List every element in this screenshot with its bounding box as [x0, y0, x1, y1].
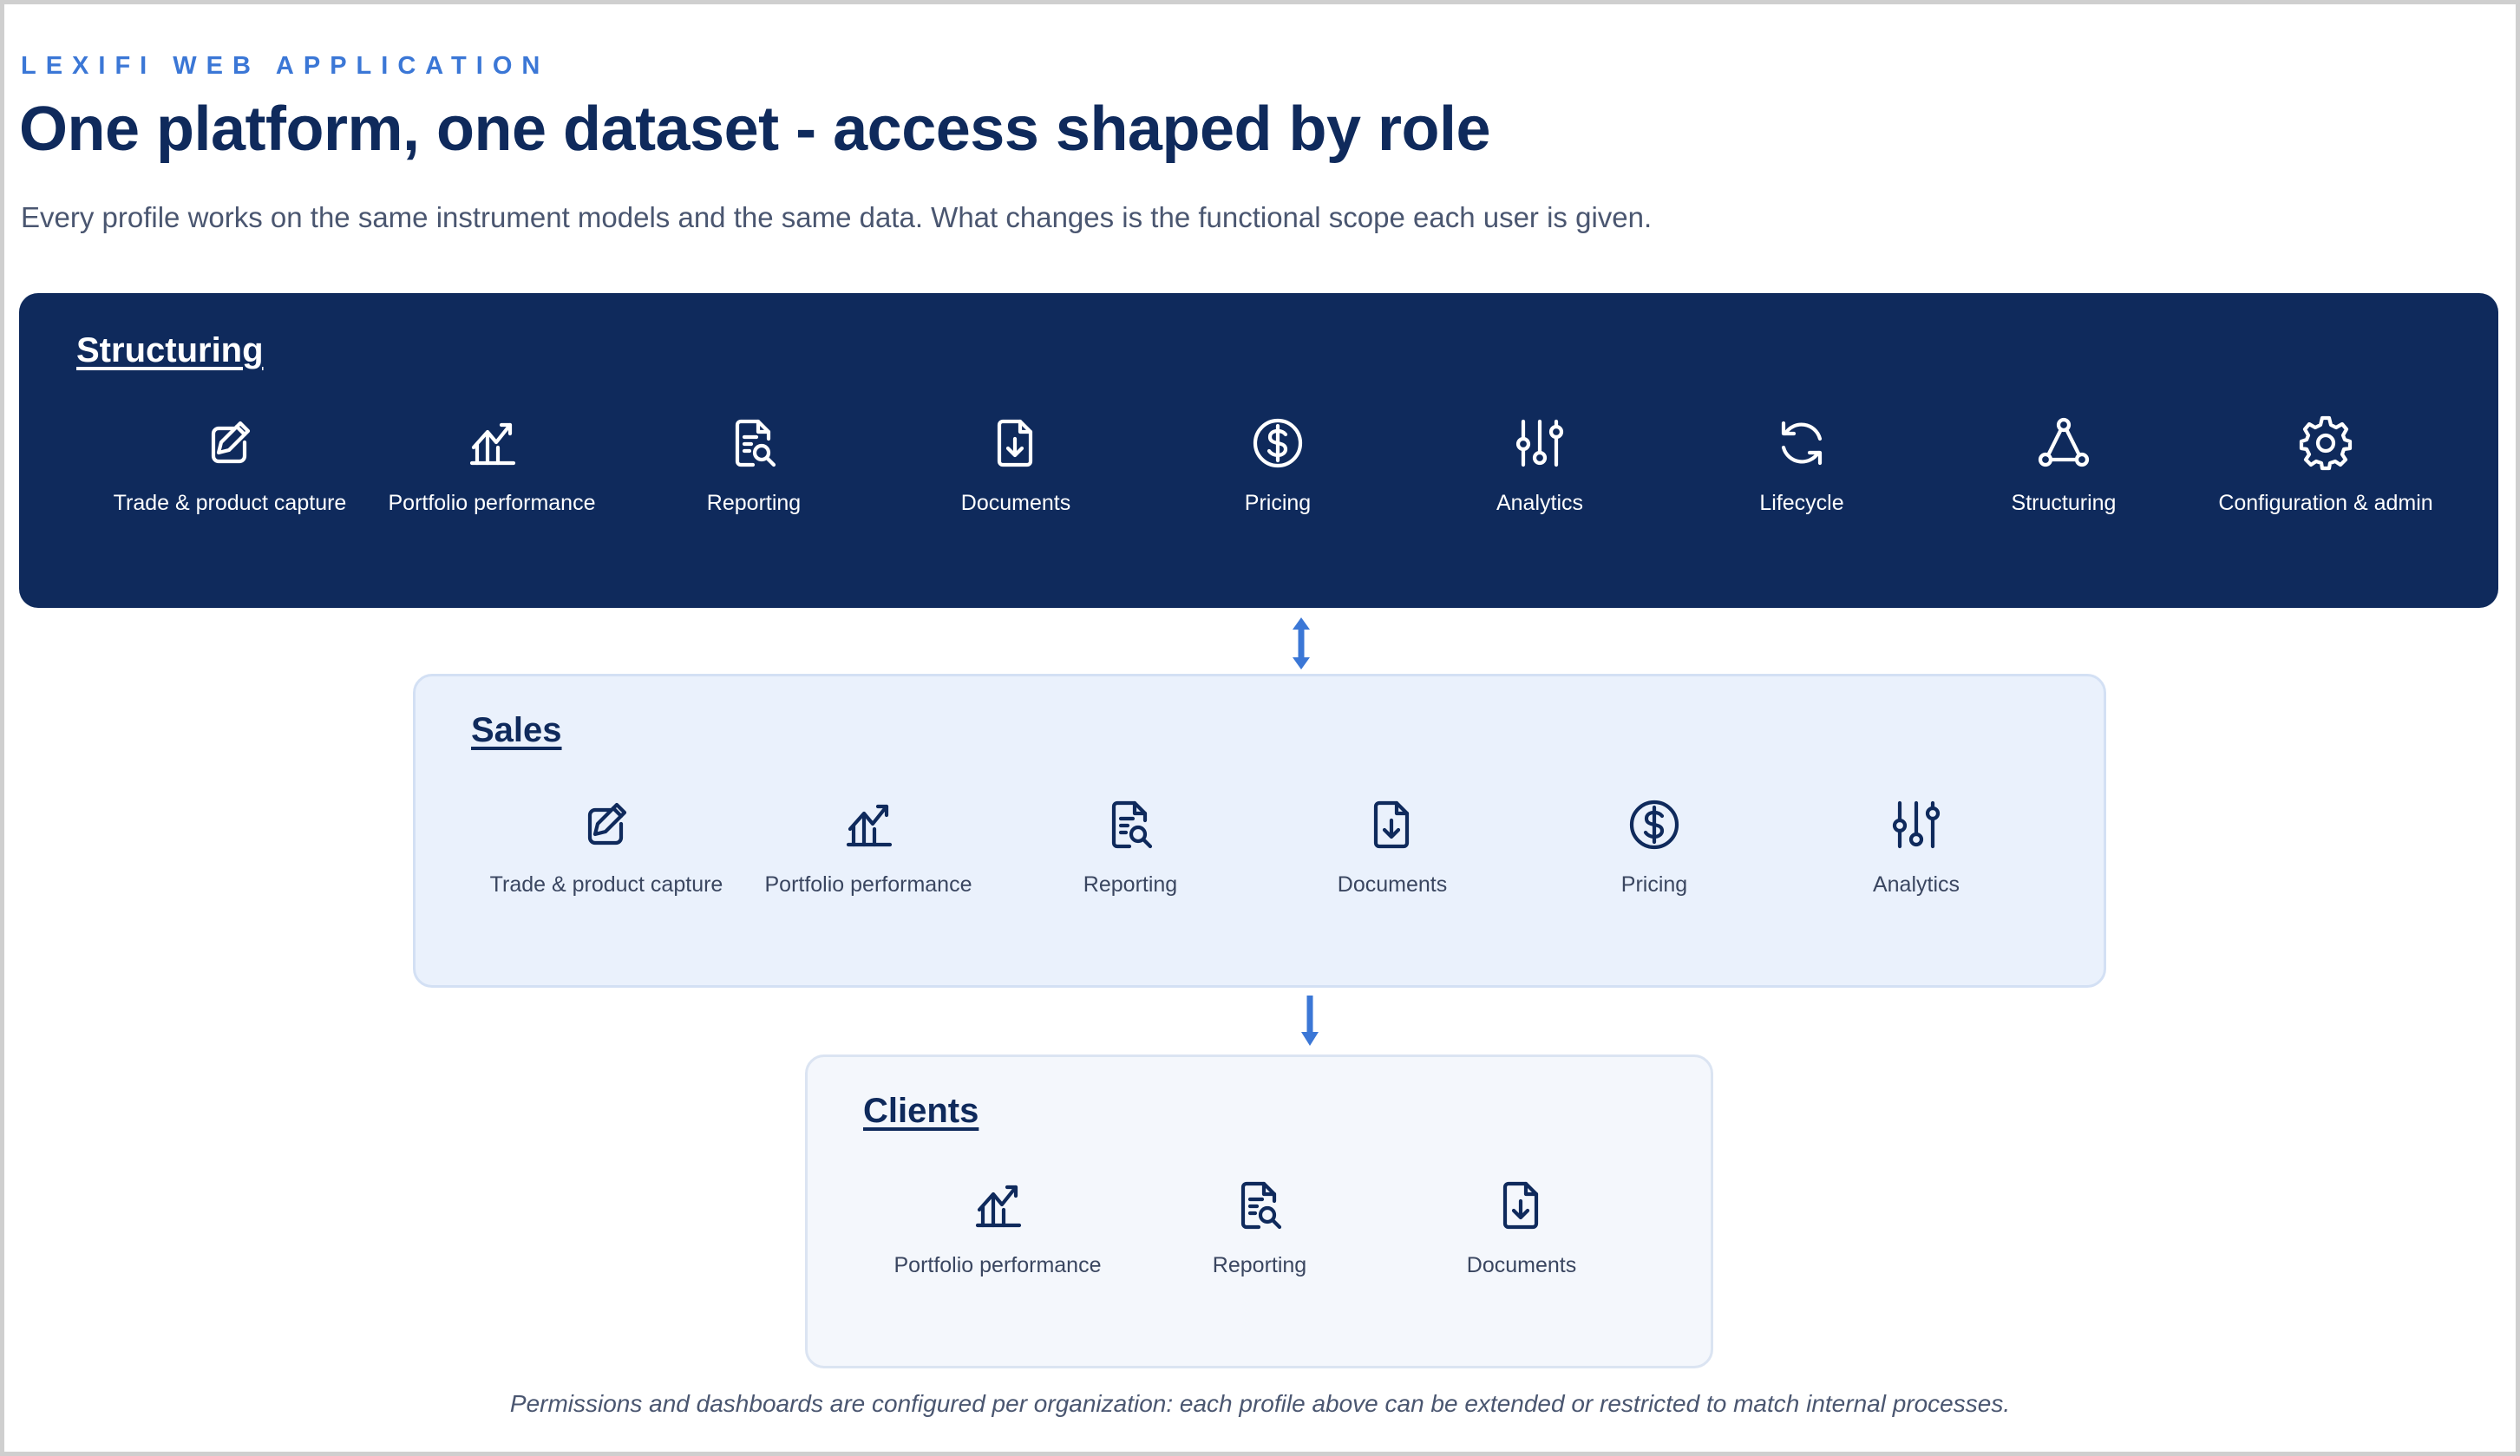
- structuring-feature-configuration-admin: Configuration & admin: [2195, 413, 2457, 516]
- feature-label: Pricing: [1620, 872, 1688, 897]
- feature-label: Pricing: [1244, 491, 1312, 515]
- eyebrow-label: LEXIFI WEB APPLICATION: [21, 52, 550, 80]
- chart-trend-icon: [967, 1175, 1028, 1236]
- chart-trend-icon: [838, 794, 899, 855]
- document-search-icon: [1100, 794, 1161, 855]
- structuring-feature-portfolio-performance: Portfolio performance: [361, 413, 623, 516]
- feature-label: Reporting: [1083, 872, 1178, 897]
- document-search-icon: [723, 413, 784, 473]
- structuring-panel: Structuring Trade & product capture Portf…: [19, 293, 2498, 608]
- clients-feature-reporting: Reporting: [1129, 1175, 1391, 1278]
- clients-feature-portfolio-performance: Portfolio performance: [867, 1175, 1129, 1278]
- feature-label: Configuration & admin: [2218, 491, 2433, 515]
- document-search-icon: [1229, 1175, 1290, 1236]
- document-download-icon: [985, 413, 1046, 473]
- structuring-feature-lifecycle: Lifecycle: [1671, 413, 1933, 516]
- structuring-feature-structuring: Structuring: [1933, 413, 2195, 516]
- gear-icon: [2295, 413, 2356, 473]
- page-title: One platform, one dataset - access shape…: [19, 95, 1491, 164]
- document-download-icon: [1491, 1175, 1552, 1236]
- feature-label: Analytics: [1872, 872, 1960, 897]
- clients-title: Clients: [863, 1092, 979, 1130]
- clients-feature-documents: Documents: [1391, 1175, 1653, 1278]
- structuring-feature-documents: Documents: [885, 413, 1147, 516]
- footnote: Permissions and dashboards are configure…: [509, 1390, 2011, 1417]
- clients-features: Portfolio performance Reporting Documents: [867, 1175, 1653, 1278]
- double-arrow-icon: [1293, 617, 1310, 669]
- pencil-edit-icon: [576, 794, 637, 855]
- structuring-feature-trade-product-capture: Trade & product capture: [99, 413, 361, 516]
- structuring-feature-pricing: Pricing: [1147, 413, 1409, 516]
- network-triangle-icon: [2033, 413, 2094, 473]
- sales-feature-pricing: Pricing: [1523, 794, 1785, 898]
- sales-title: Sales: [471, 711, 562, 749]
- feature-label: Portfolio performance: [764, 872, 972, 897]
- feature-label: Documents: [1337, 872, 1448, 897]
- page-subtitle: Every profile works on the same instrume…: [21, 201, 1653, 233]
- feature-label: Trade & product capture: [489, 872, 723, 897]
- sliders-icon: [1886, 794, 1947, 855]
- dollar-circle-icon: [1247, 413, 1308, 473]
- sales-panel: Sales Trade & product capture Portfolio p…: [413, 674, 2106, 988]
- sales-feature-trade-product-capture: Trade & product capture: [475, 794, 737, 898]
- clients-panel: Clients Portfolio performance Reporting Do…: [805, 1054, 1713, 1368]
- down-arrow-icon: [1301, 996, 1319, 1046]
- feature-label: Lifecycle: [1759, 491, 1844, 515]
- feature-label: Portfolio performance: [388, 491, 596, 515]
- structuring-features: Trade & product capture Portfolio perform…: [99, 413, 2457, 516]
- document-download-icon: [1362, 794, 1423, 855]
- refresh-cycle-icon: [1771, 413, 1832, 473]
- structuring-feature-reporting: Reporting: [623, 413, 885, 516]
- structuring-feature-analytics: Analytics: [1409, 413, 1671, 516]
- feature-label: Reporting: [1212, 1253, 1307, 1277]
- feature-label: Structuring: [2011, 491, 2117, 515]
- pencil-edit-icon: [200, 413, 260, 473]
- sales-feature-analytics: Analytics: [1785, 794, 2047, 898]
- sales-feature-reporting: Reporting: [999, 794, 1261, 898]
- structuring-title: Structuring: [76, 331, 264, 369]
- chart-trend-icon: [461, 413, 522, 473]
- feature-label: Documents: [960, 491, 1071, 515]
- feature-label: Analytics: [1496, 491, 1584, 515]
- sliders-icon: [1509, 413, 1570, 473]
- sales-feature-portfolio-performance: Portfolio performance: [737, 794, 999, 898]
- feature-label: Reporting: [706, 491, 802, 515]
- feature-label: Documents: [1466, 1253, 1577, 1277]
- feature-label: Portfolio performance: [893, 1253, 1102, 1277]
- sales-features: Trade & product capture Portfolio perform…: [475, 794, 2047, 898]
- feature-label: Trade & product capture: [113, 491, 347, 515]
- sales-feature-documents: Documents: [1261, 794, 1523, 898]
- dollar-circle-icon: [1624, 794, 1685, 855]
